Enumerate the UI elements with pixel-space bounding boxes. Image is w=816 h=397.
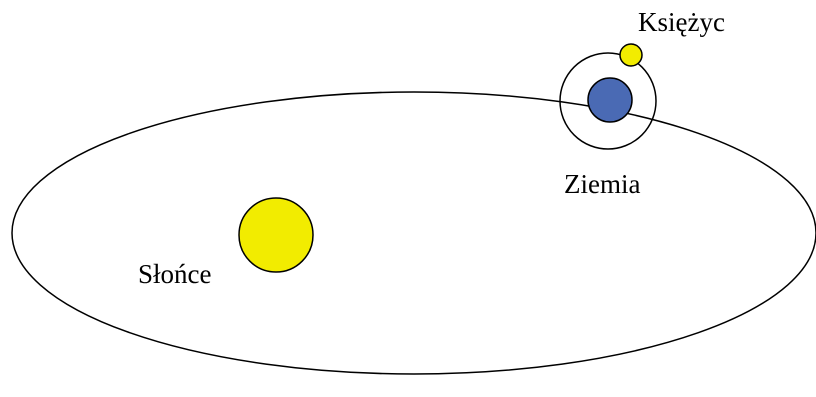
moon-label: Księżyc: [638, 7, 725, 37]
moon-orbit: [559, 52, 657, 150]
sun-label: Słońce: [138, 259, 212, 289]
earth-circle: [587, 77, 633, 123]
earth-orbit: [11, 91, 816, 375]
sun-circle: [238, 197, 314, 273]
earth-label: Ziemia: [564, 169, 640, 199]
moon-circle: [619, 43, 643, 67]
